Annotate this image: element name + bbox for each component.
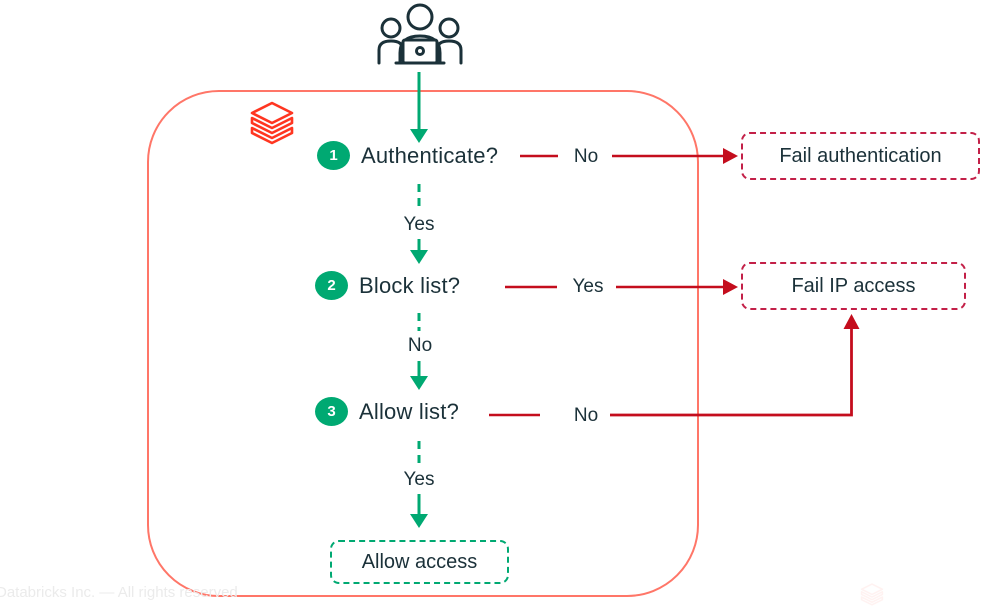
step-1-question: Authenticate? — [361, 142, 499, 168]
outcome-fail-authentication: Fail authentication — [741, 132, 980, 180]
step-3-question: Allow list? — [359, 398, 460, 424]
step-1-branch-label: No — [562, 144, 610, 169]
step-1: 1 Authenticate? — [317, 141, 498, 170]
step-2-badge: 2 — [315, 271, 348, 300]
outcome-fail-ip-access: Fail IP access — [741, 262, 966, 310]
copyright-note: Databricks Inc. — All rights reserved — [0, 584, 238, 601]
step-1-continue-label: Yes — [396, 212, 442, 237]
step-3-branch-label: No — [562, 403, 610, 428]
databricks-logo — [250, 101, 294, 145]
step-2-continue-label: No — [398, 333, 442, 358]
outcome-allow-access: Allow access — [330, 540, 509, 584]
users-at-laptop-icon — [377, 3, 463, 65]
databricks-logo-watermark — [860, 583, 884, 606]
step-3-badge: 3 — [315, 397, 348, 426]
step-2: 2 Block list? — [315, 271, 460, 300]
step-2-branch-label: Yes — [564, 274, 612, 299]
step-3-continue-label: Yes — [396, 467, 442, 492]
step-3: 3 Allow list? — [315, 397, 459, 426]
step-1-badge: 1 — [317, 141, 350, 170]
step-2-question: Block list? — [359, 272, 461, 298]
